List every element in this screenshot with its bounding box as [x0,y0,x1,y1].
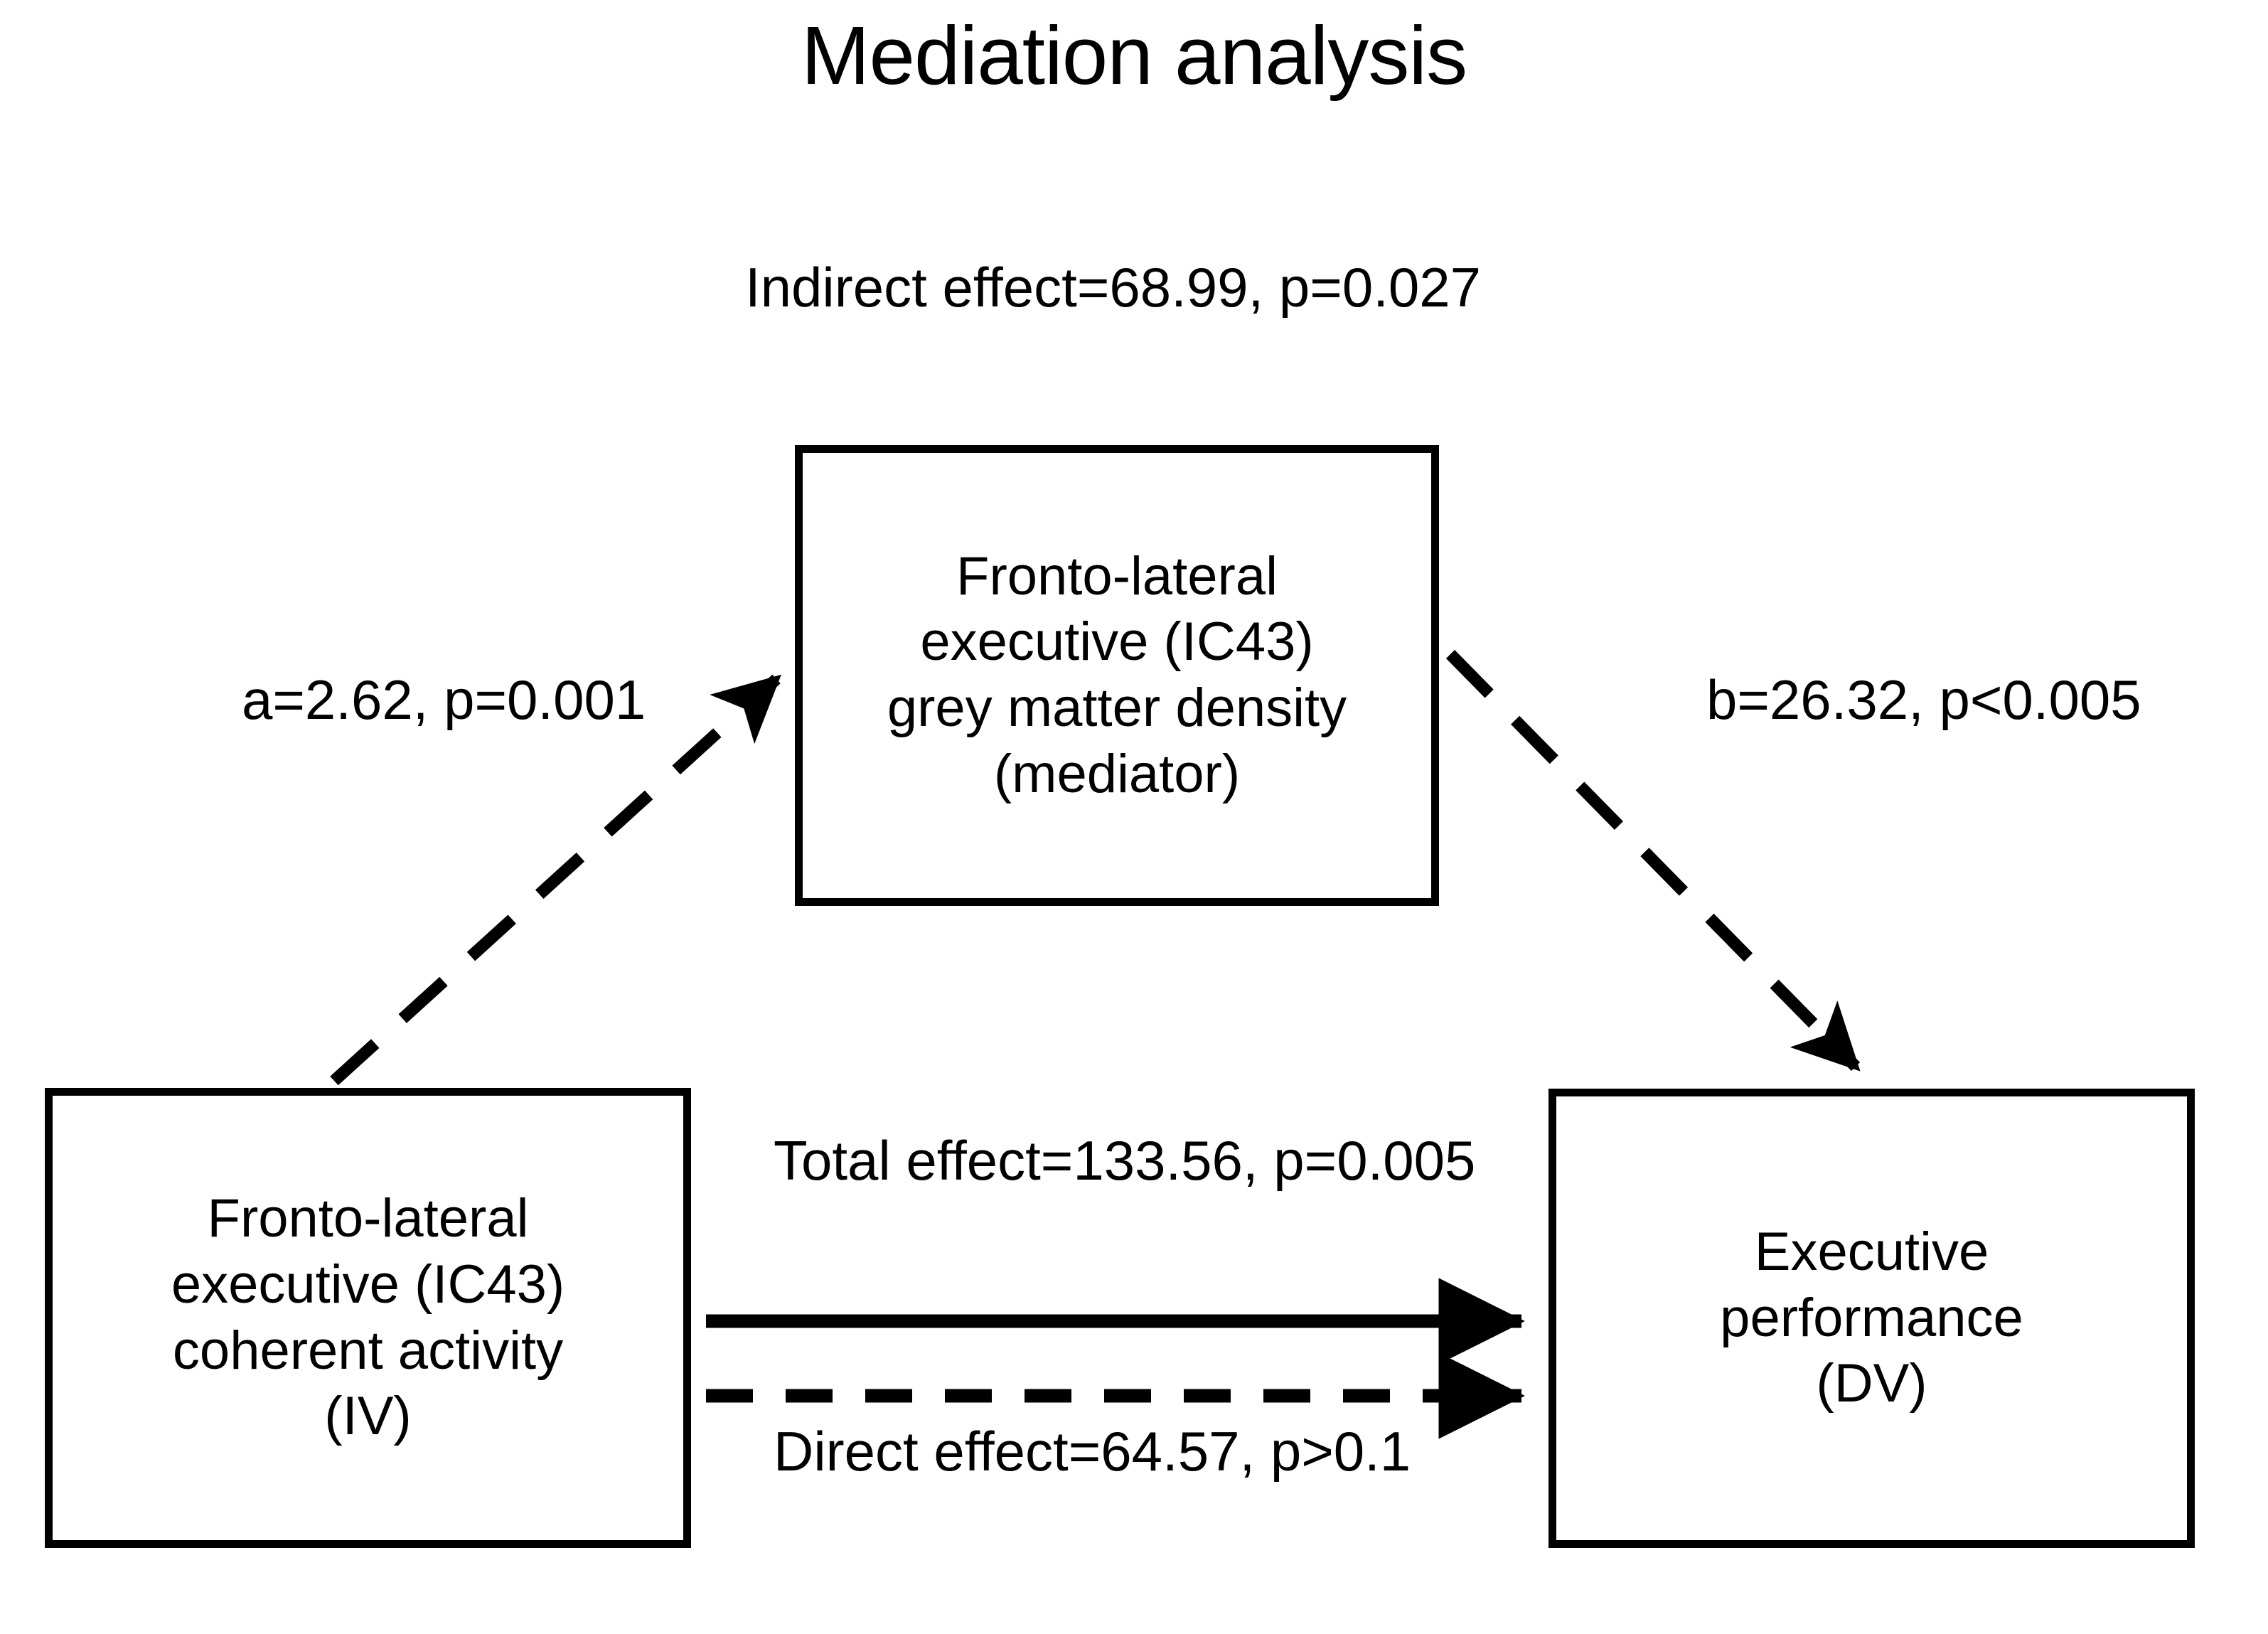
page-title: Mediation analysis [801,9,1467,102]
iv-line-2: executive (IC43) [171,1254,565,1315]
b-path-line-2: p<0.005 [1939,668,2141,731]
iv-line-1: Fronto-lateral [207,1188,529,1249]
mediator-line-4: (mediator) [993,743,1241,804]
mediator-line-3: grey matter density [887,678,1347,738]
dv-line-1: Executive [1754,1221,1989,1282]
mediator-line-1: Fronto-lateral [956,545,1278,607]
indirect-effect-line-2: p=0.027 [1278,256,1482,319]
iv-line-3: coherent activity [172,1320,564,1381]
indirect-effect-line-1: Indirect effect=68.99, [745,256,1264,319]
iv-line-4: (IV) [324,1386,412,1447]
b-path-line-1: b=26.32, [1706,668,1924,731]
independent-variable-node-box: Fronto-lateral executive (IC43) coherent… [45,1088,691,1548]
a-path-line-1: a=2.62, [242,668,429,731]
a-path-arrow [330,674,781,1086]
a-path-line-2: p=0.001 [444,668,646,731]
indirect-effect-label: Indirect effect=68.99, p=0.027 [745,252,1481,324]
direct-effect-line-1: Direct effect=64.57, [774,1420,1256,1483]
dv-line-2: performance [1720,1287,2023,1348]
total-effect-line-2: p=0.005 [1273,1129,1476,1192]
a-path-label: a=2.62, p=0.001 [242,665,646,736]
direct-effect-line-2: p>0.1 [1270,1420,1411,1483]
total-effect-line-1: Total effect=133.56, [774,1129,1258,1192]
total-effect-label: Total effect=133.56, p=0.005 [774,1126,1475,1197]
b-path-label: b=26.32, p<0.005 [1706,665,2141,736]
direct-effect-label: Direct effect=64.57, p>0.1 [774,1416,1411,1488]
mediator-line-2: executive (IC43) [920,612,1314,673]
dependent-variable-node-box: Executive performance (DV) [1548,1089,2195,1548]
mediator-node-box: Fronto-lateral executive (IC43) grey mat… [795,445,1439,906]
dv-line-3: (DV) [1816,1353,1927,1414]
